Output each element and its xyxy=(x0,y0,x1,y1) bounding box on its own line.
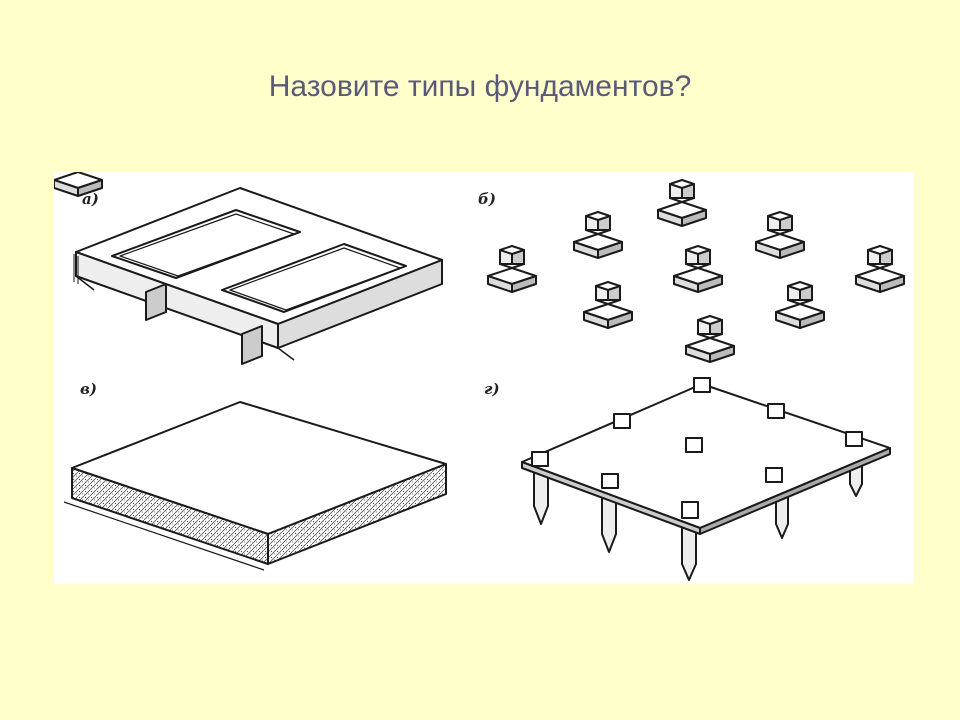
panel-label-c: в) xyxy=(80,380,97,398)
column-foundation-icon xyxy=(54,172,905,363)
panel-label-b: б) xyxy=(478,190,496,208)
panel-label-a: а) xyxy=(82,190,99,208)
foundation-types-figure: а) б) xyxy=(54,172,914,584)
foundation-types-drawing: а) б) xyxy=(54,172,905,581)
panel-label-d: г) xyxy=(484,380,500,398)
pile-foundation-icon xyxy=(521,377,891,581)
slide-title: Назовите типы фундаментов? xyxy=(268,70,692,103)
slab-foundation-icon xyxy=(63,401,447,571)
strip-foundation-icon xyxy=(73,187,443,365)
